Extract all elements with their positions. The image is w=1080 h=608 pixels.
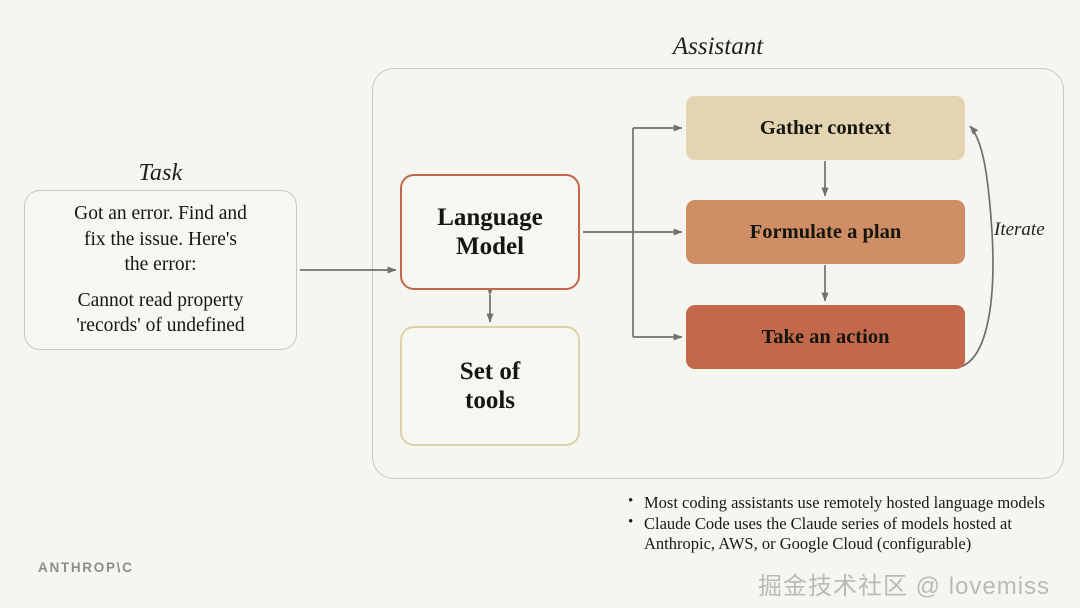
task-box: Got an error. Find and fix the issue. He… <box>24 190 297 350</box>
notes-bullet-list: Most coding assistants use remotely host… <box>624 492 1054 555</box>
task-error-line-2: 'records' of undefined <box>76 315 245 337</box>
bullet-item: Most coding assistants use remotely host… <box>628 492 1054 513</box>
set-of-tools-line-1: Set of <box>459 357 521 385</box>
task-line-1: Got an error. Find and <box>74 203 247 224</box>
task-error-line-1: Cannot read property <box>77 289 244 311</box>
task-line-3: the error: <box>124 254 197 276</box>
step-take-an-action: Take an action <box>686 305 965 369</box>
language-model-line-2: Model <box>455 233 525 260</box>
set-of-tools-box: Set of tools <box>400 326 580 446</box>
assistant-group-label: Assistant <box>672 33 764 60</box>
anthropic-wordmark: ANTHROP\C <box>38 560 134 575</box>
assistant-group-container <box>372 68 1064 479</box>
task-label: Task <box>138 160 183 186</box>
iterate-label: Iterate <box>994 219 1045 240</box>
bullet-item: Claude Code uses the Claude series of mo… <box>628 513 1054 554</box>
set-of-tools-line-2: tools <box>465 387 515 414</box>
task-line-2: fix the issue. Here's <box>84 228 237 250</box>
language-model-box: Language Model <box>400 174 580 290</box>
step-gather-context: Gather context <box>686 96 965 160</box>
watermark-text: 掘金技术社区 @ lovemiss <box>758 573 1051 600</box>
step-formulate-a-plan: Formulate a plan <box>686 200 965 264</box>
language-model-line-1: Language <box>437 203 543 231</box>
